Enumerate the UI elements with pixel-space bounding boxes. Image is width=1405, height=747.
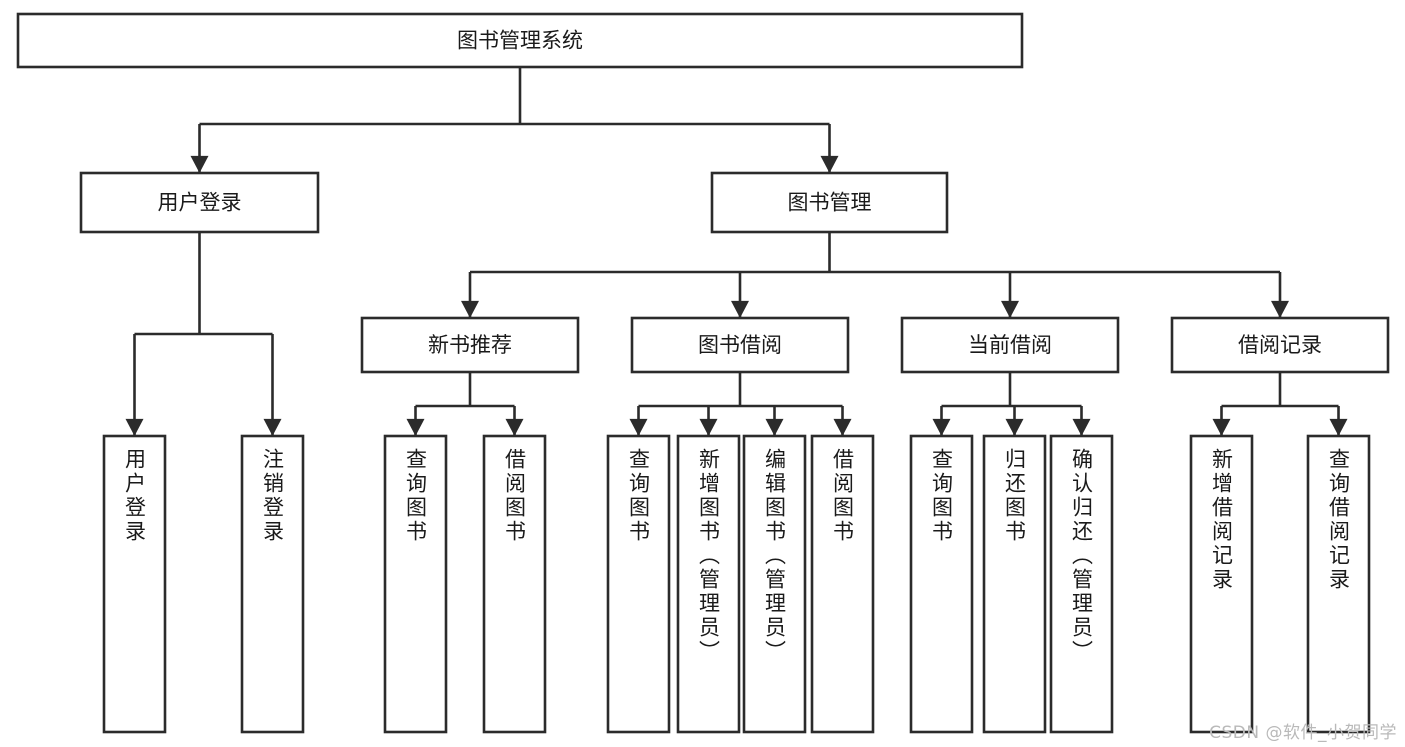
node-level3-label-1: 图书借阅 [698, 333, 782, 357]
l3-2-arrow-1 [1005, 418, 1024, 436]
leaf-box-7[interactable] [810, 434, 875, 734]
leaf-box-1[interactable] [240, 434, 305, 734]
node-level2-1[interactable] [710, 171, 949, 234]
l3-0-arrow-1 [505, 418, 524, 436]
user-login-arrow-1 [263, 418, 282, 436]
root-arrow-1 [820, 155, 839, 173]
l3-3-arrow-1 [1329, 418, 1348, 436]
l3-1-arrow-2 [765, 418, 784, 436]
node-root-label: 图书管理系统 [457, 29, 583, 53]
root-arrow-0 [190, 155, 209, 173]
leaf-box-0[interactable] [102, 434, 167, 734]
node-level3-2[interactable] [900, 316, 1120, 374]
node-root[interactable] [16, 12, 1024, 69]
leaf-box-12[interactable] [1306, 434, 1371, 734]
leaf-box-9[interactable] [982, 434, 1047, 734]
node-level3-1[interactable] [630, 316, 850, 374]
l3-2-arrow-2 [1072, 418, 1091, 436]
leaf-box-4[interactable] [606, 434, 671, 734]
l3-1-arrow-3 [833, 418, 852, 436]
node-level3-label-2: 当前借阅 [968, 333, 1052, 357]
node-level2-label-0: 用户登录 [158, 191, 242, 215]
node-level3-label-3: 借阅记录 [1238, 333, 1322, 357]
book-mgmt-arrow-0 [461, 300, 479, 318]
l3-0-arrow-0 [406, 418, 425, 436]
connector-layer [125, 67, 1348, 436]
node-level3-0[interactable] [360, 316, 580, 374]
l3-3-arrow-0 [1212, 418, 1231, 436]
l3-2-arrow-0 [932, 418, 951, 436]
node-level2-label-1: 图书管理 [788, 191, 872, 215]
node-level3-3[interactable] [1170, 316, 1390, 374]
box-layer [16, 12, 1390, 734]
l3-1-arrow-1 [699, 418, 718, 436]
user-login-arrow-0 [125, 418, 144, 436]
l3-1-arrow-0 [629, 418, 648, 436]
node-level3-label-0: 新书推荐 [428, 333, 512, 357]
book-mgmt-arrow-3 [1271, 300, 1289, 318]
leaf-box-2[interactable] [383, 434, 448, 734]
leaf-box-3[interactable] [482, 434, 547, 734]
book-mgmt-arrow-2 [1001, 300, 1019, 318]
leaf-box-8[interactable] [909, 434, 974, 734]
csdn-watermark: CSDN @软件_小贺同学 [1209, 723, 1397, 743]
leaf-box-11[interactable] [1189, 434, 1254, 734]
node-level2-0[interactable] [79, 171, 320, 234]
leaf-box-5[interactable] [676, 434, 741, 734]
leaf-box-6[interactable] [742, 434, 807, 734]
book-mgmt-arrow-1 [731, 300, 749, 318]
leaf-box-10[interactable] [1049, 434, 1114, 734]
